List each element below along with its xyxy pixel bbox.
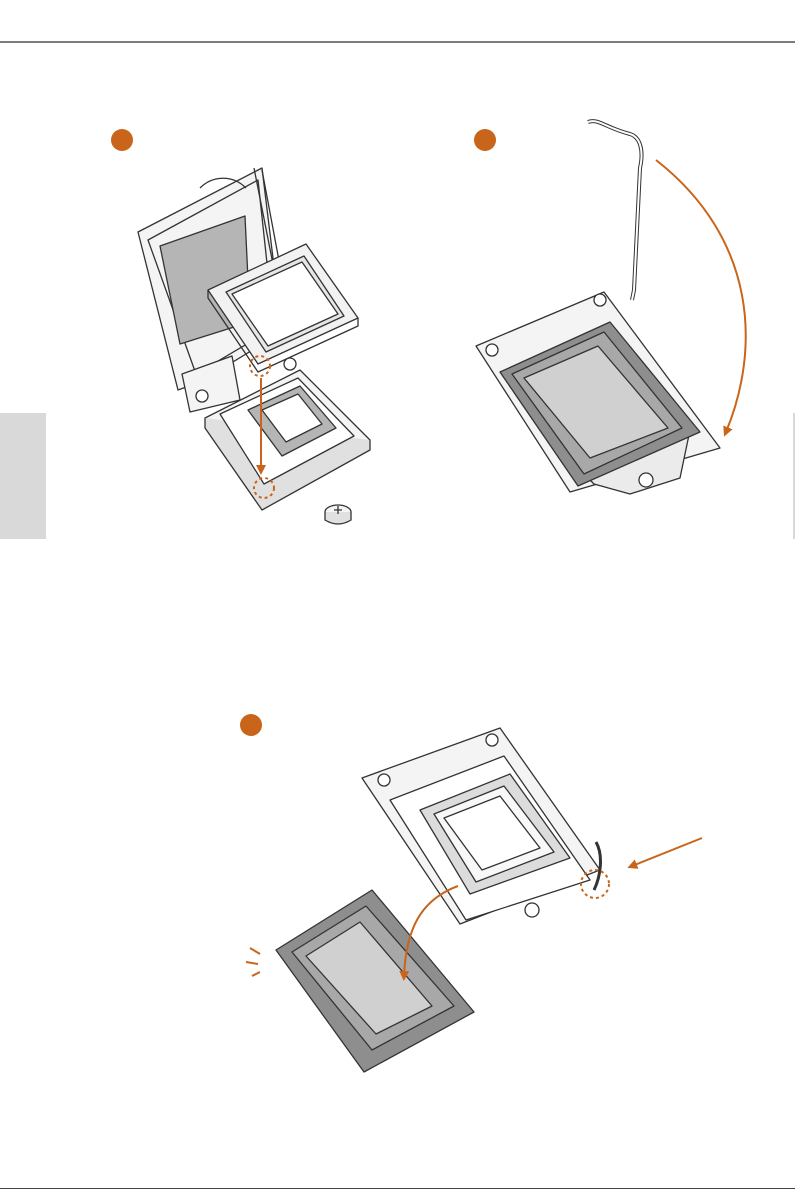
installed-socket: [362, 728, 600, 924]
arrow-left-icon: [632, 838, 702, 866]
load-lever: [588, 121, 642, 300]
step-1-marker: [111, 129, 133, 151]
closed-socket: [476, 292, 720, 494]
pnp-cap: [276, 890, 474, 1072]
step-3-marker: [240, 714, 262, 736]
click-marks-icon: [246, 948, 260, 976]
step-1-figure: [111, 129, 370, 524]
screw-icon: [325, 505, 351, 524]
step-3-figure: [240, 714, 702, 1072]
cpu-socket: [182, 356, 370, 510]
step-2-figure: [474, 121, 746, 494]
step-2-marker: [474, 129, 496, 151]
